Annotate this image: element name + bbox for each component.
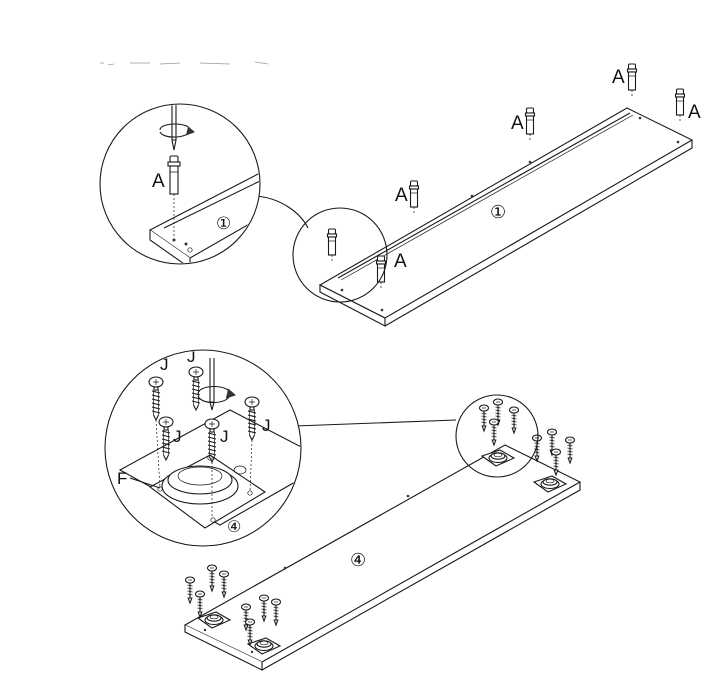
screw-label: J [173, 427, 182, 446]
step-number: ① [216, 214, 231, 233]
screw-label: J [187, 347, 196, 366]
screw-label: J [160, 355, 169, 374]
zoom-connector [294, 419, 457, 427]
step1-panel: A A A A A ① [318, 63, 701, 327]
step-number: ① [490, 202, 506, 222]
step-number: ④ [227, 519, 241, 536]
foot-label: F [117, 469, 127, 488]
dowel-label: A [511, 113, 524, 134]
step-number: ④ [350, 550, 366, 570]
dowel-label: A [612, 67, 625, 88]
dowel-label: A [152, 171, 165, 192]
dowel-label: A [394, 251, 407, 272]
scan-artifact [100, 61, 269, 66]
zoom-connector [255, 195, 309, 229]
zoom-marker [455, 394, 539, 478]
step4-panel: ④ [183, 398, 582, 671]
step4-detail: J J J J J ④ F [104, 347, 302, 547]
dowel-label: A [395, 185, 408, 206]
step1-detail: ① A [99, 103, 261, 265]
zoom-marker [292, 207, 388, 303]
screw-label: J [262, 416, 271, 435]
dowel-label: A [688, 102, 701, 123]
screw-label: J [220, 427, 229, 446]
